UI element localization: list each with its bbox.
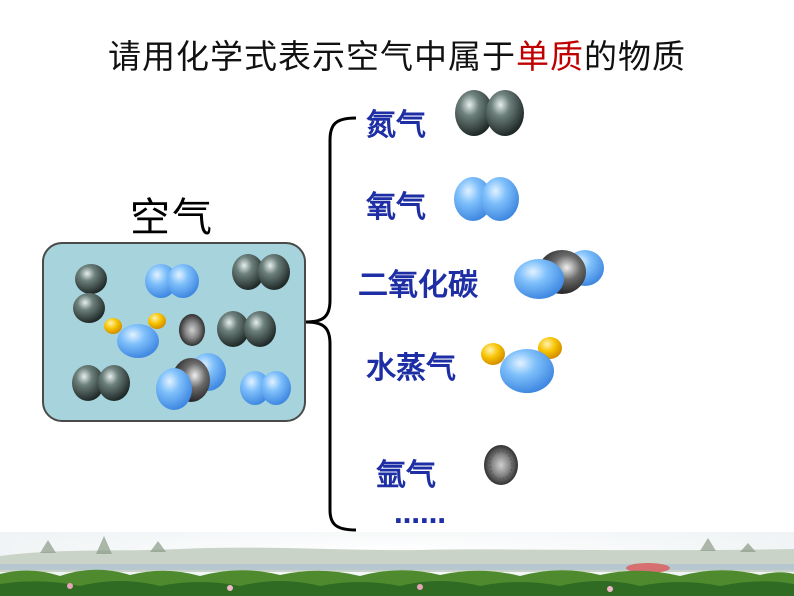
carbon-dioxide-molecule (514, 250, 604, 299)
title-highlight: 单质 (516, 37, 584, 76)
oxygen-molecule (454, 177, 519, 221)
item-label-water-vapor: 水蒸气 (366, 351, 456, 386)
item-label-carbon-dioxide: 二氧化碳 (358, 268, 478, 303)
ellipsis: …… (394, 500, 446, 530)
landscape-footer (0, 532, 794, 596)
item-label-argon: 氩气 (376, 458, 436, 493)
brace (305, 116, 357, 532)
item-label-nitrogen: 氮气 (366, 108, 426, 143)
argon-atom (484, 445, 518, 485)
air-nitrogen-2 (232, 254, 290, 290)
air-argon (179, 314, 205, 346)
nitrogen-molecule (455, 90, 524, 136)
air-nitrogen-4 (72, 365, 130, 401)
page-title: 请用化学式表示空气中属于单质的物质 (0, 30, 794, 78)
air-oxygen-2 (240, 371, 291, 405)
air-oxygen-1 (145, 264, 199, 298)
air-nitrogen-1 (73, 264, 107, 323)
title-text-end: 的物质 (584, 37, 686, 76)
air-water (104, 313, 166, 358)
item-label-oxygen: 氧气 (366, 190, 426, 225)
water-molecule (481, 337, 562, 393)
air-nitrogen-3 (217, 311, 276, 347)
air-carbon-dioxide (156, 353, 226, 410)
air-label: 空气 (130, 195, 214, 241)
title-text: 请用化学式表示空气中属于 (108, 37, 516, 76)
